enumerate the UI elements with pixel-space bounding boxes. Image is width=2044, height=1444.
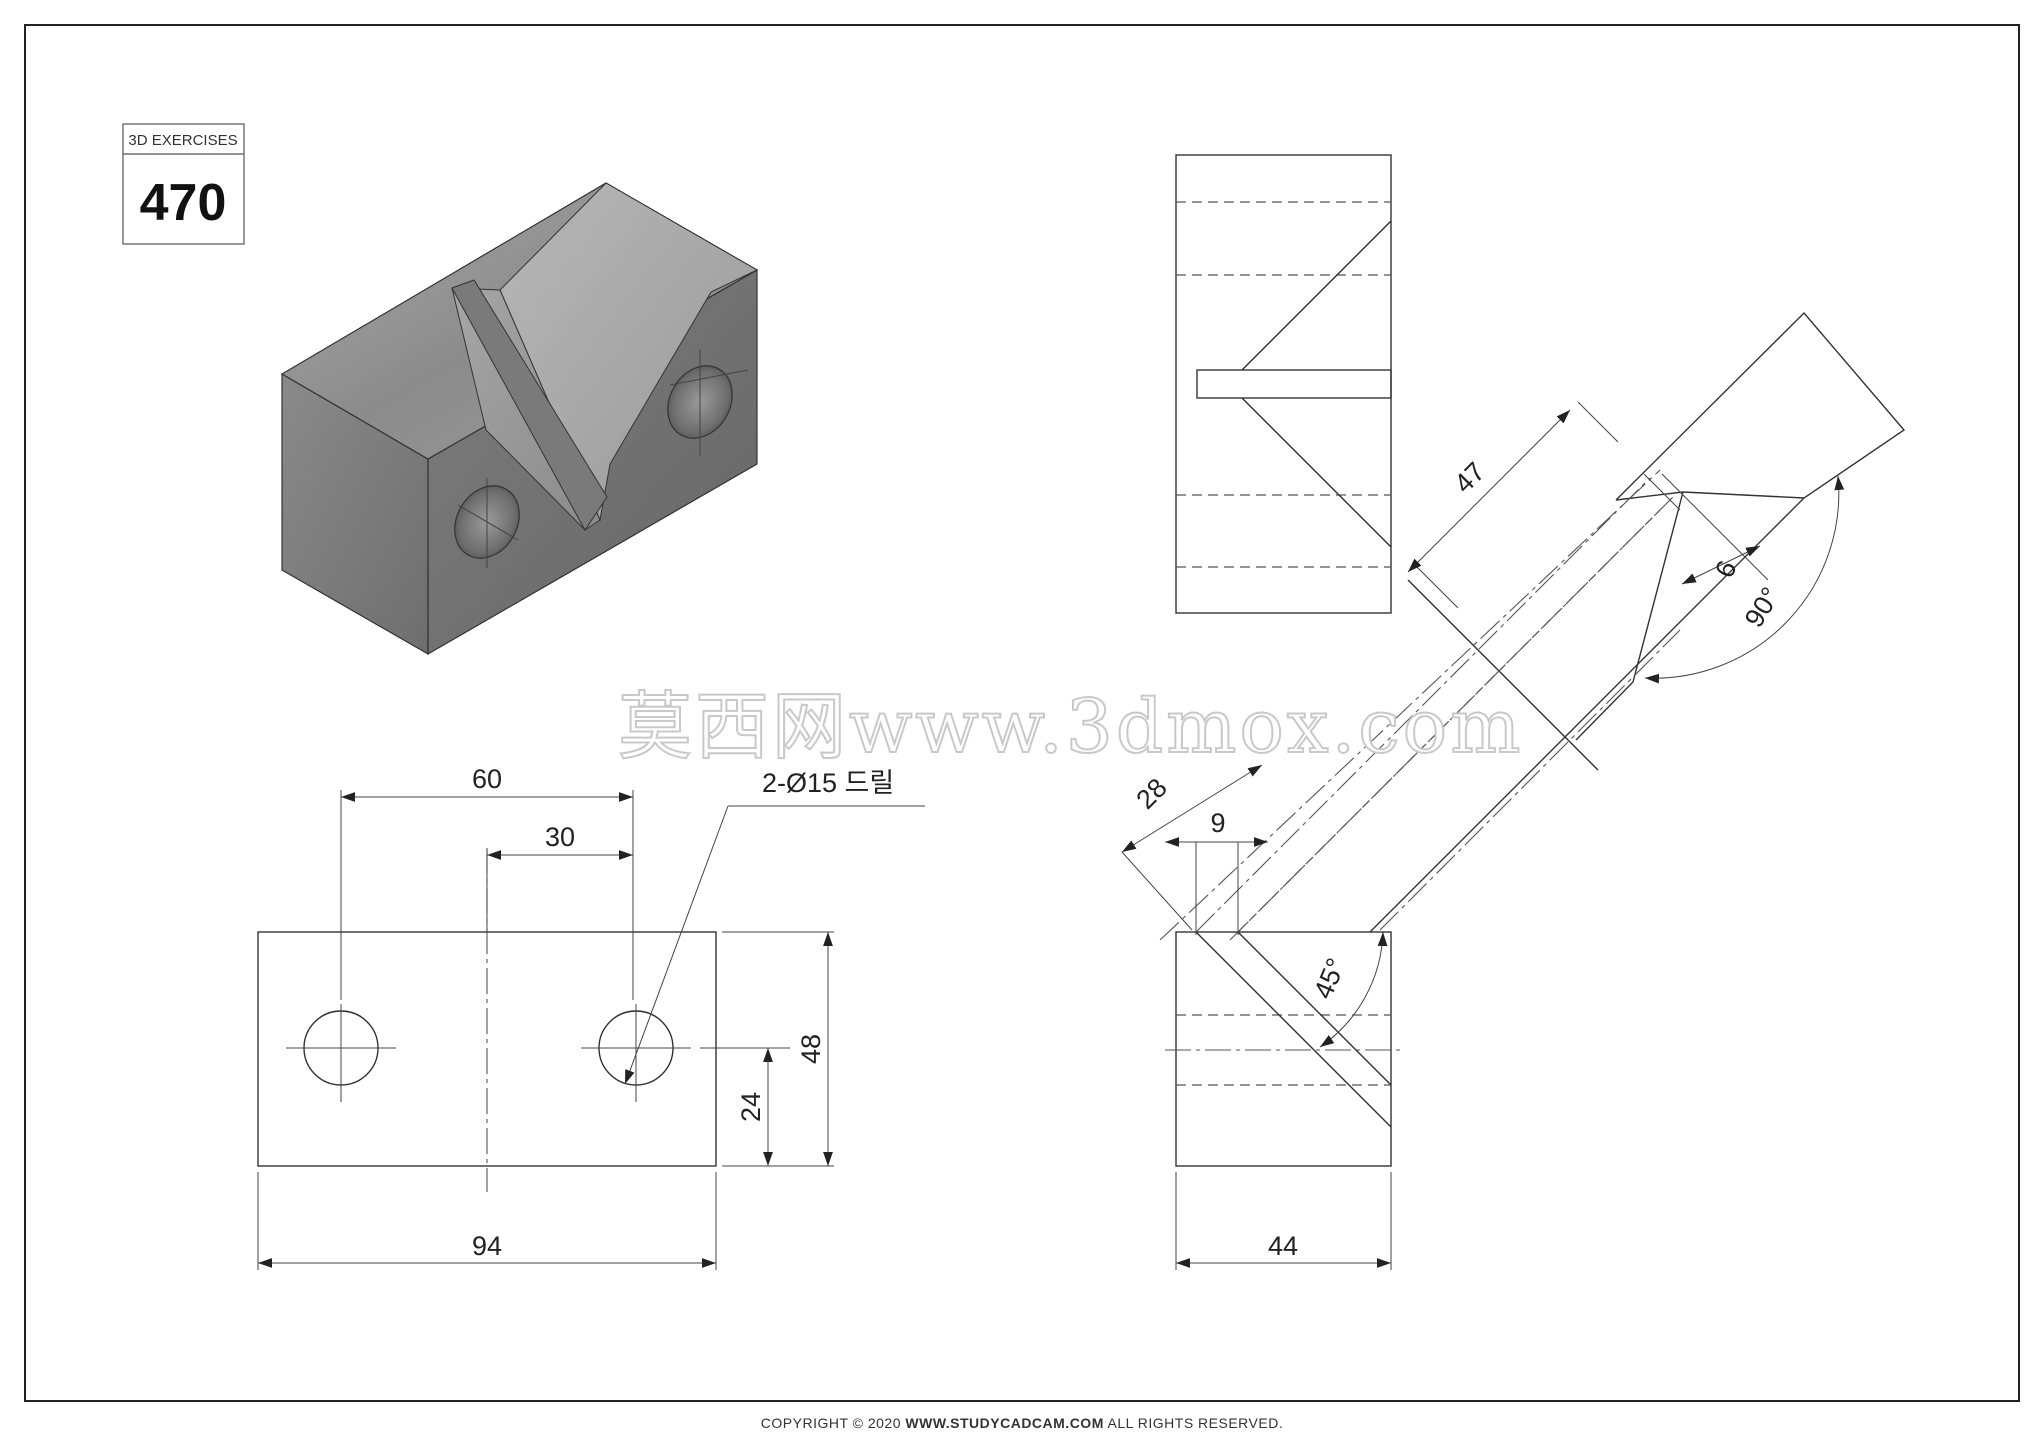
dim-28: 28 — [1130, 772, 1172, 814]
copyright-suffix: ALL RIGHTS RESERVED. — [1103, 1415, 1284, 1431]
dim-48: 48 — [796, 1034, 826, 1064]
exercise-badge: 3D EXERCISES 470 — [122, 123, 245, 245]
dim-6: 6 — [1709, 556, 1743, 582]
dim-44: 44 — [1268, 1231, 1298, 1261]
dim-60: 60 — [472, 764, 502, 794]
copyright-prefix: COPYRIGHT © 2020 — [760, 1415, 906, 1431]
dim-hole-note: 2-Ø15 드릴 — [762, 768, 894, 798]
dim-94: 94 — [472, 1231, 502, 1261]
watermark: 莫西网www.3dmox.com — [618, 684, 1523, 770]
side-view: 44 45° — [1165, 931, 1400, 1270]
dim-90deg: 90° — [1739, 582, 1786, 633]
badge-label: 3D EXERCISES — [128, 132, 237, 149]
dim-47: 47 — [1448, 456, 1490, 498]
isometric-view — [280, 182, 759, 656]
copyright-site: WWW.STUDYCADCAM.COM — [905, 1415, 1104, 1431]
dim-45deg: 45° — [1308, 954, 1352, 1003]
dim-30: 30 — [545, 822, 575, 852]
badge-number: 470 — [140, 174, 227, 232]
top-view — [1175, 154, 1392, 614]
auxiliary-view: 47 6 90° 28 9 — [1121, 311, 1906, 941]
copyright-footer: COPYRIGHT © 2020 WWW.STUDYCADCAM.COM ALL… — [0, 1415, 2044, 1431]
dim-9: 9 — [1210, 808, 1225, 838]
front-view: 60 30 2-Ø15 드릴 48 24 94 — [257, 764, 925, 1270]
sheet-border — [24, 24, 2020, 1402]
dim-24: 24 — [736, 1092, 766, 1122]
iso-slot — [451, 279, 608, 531]
